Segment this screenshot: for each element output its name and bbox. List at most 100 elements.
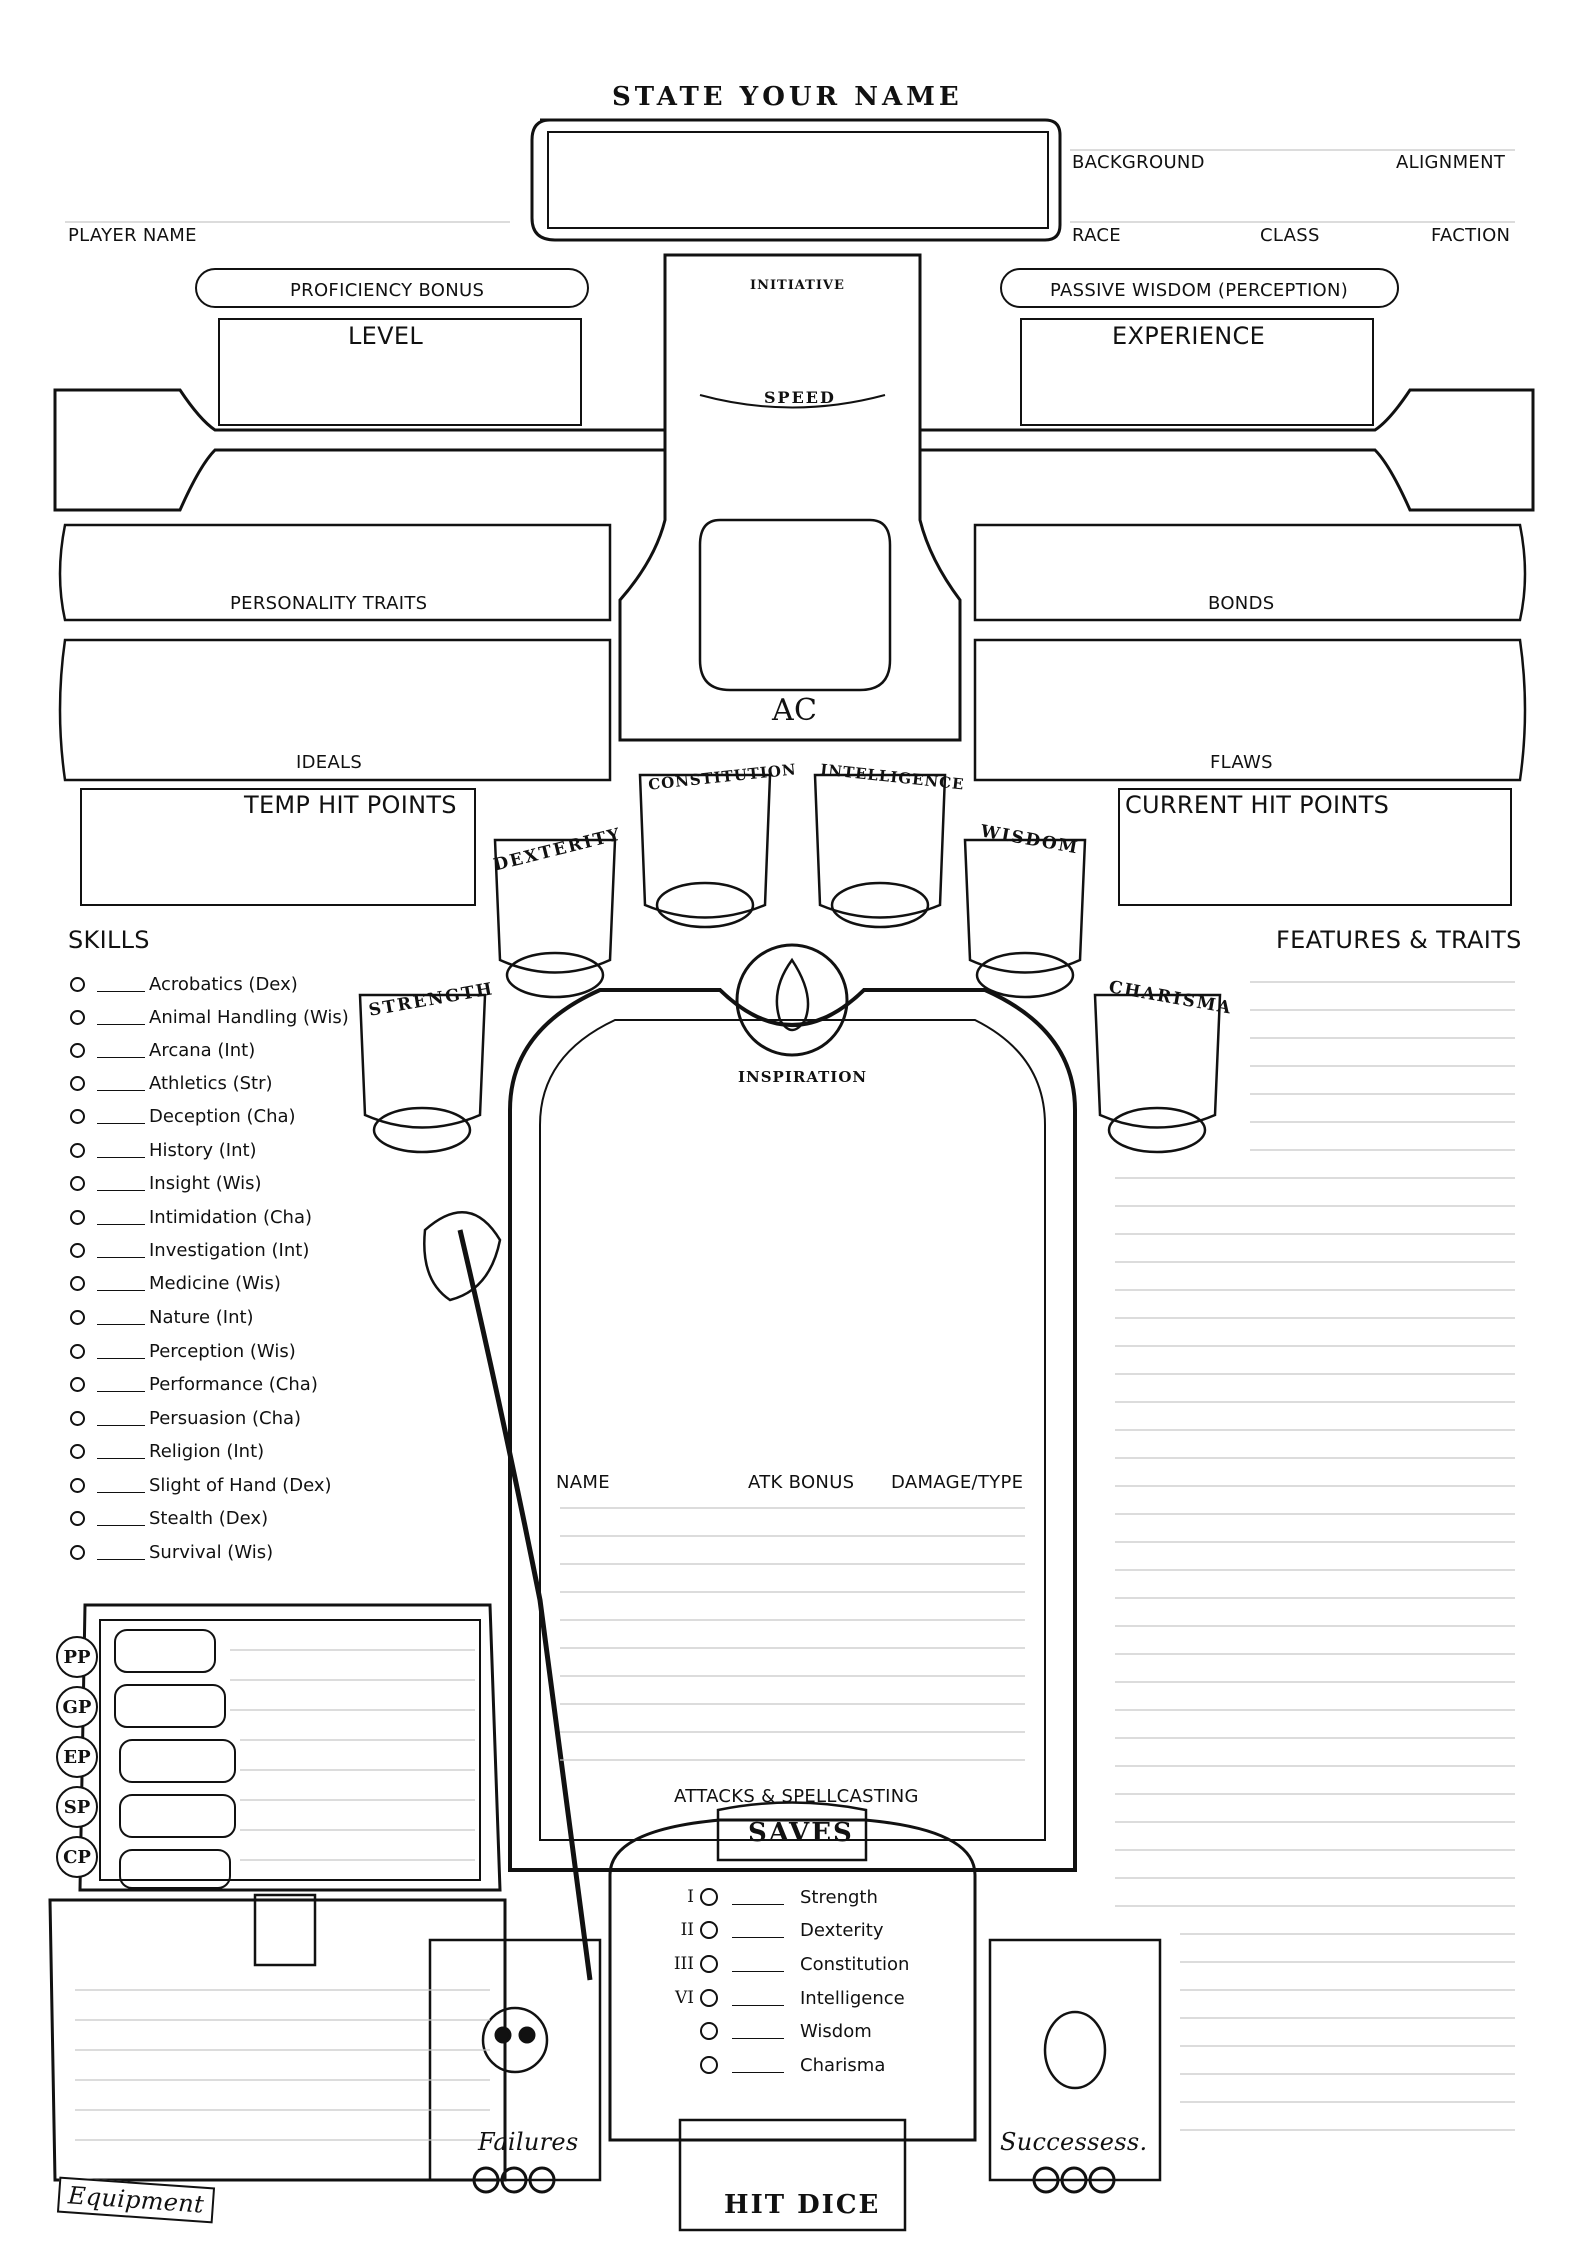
attack-damage-header: DAMAGE/TYPE <box>891 1472 1024 1493</box>
skill-label: Medicine (Wis) <box>149 1272 281 1294</box>
ideals-scroll <box>58 638 612 782</box>
skill-row[interactable]: Slight of Hand (Dex) <box>70 1470 332 1500</box>
coin-pp[interactable]: PP <box>56 1636 98 1678</box>
skill-row[interactable]: Insight (Wis) <box>70 1168 262 1198</box>
failures-panel <box>428 1938 602 2182</box>
proficiency-circle[interactable] <box>70 1009 85 1025</box>
save-circle[interactable] <box>700 2022 718 2040</box>
dexterity-score-field[interactable] <box>510 880 600 950</box>
coin-cp[interactable]: CP <box>56 1836 98 1878</box>
save-circle[interactable] <box>700 1921 718 1939</box>
save-label: Dexterity <box>800 1919 884 1941</box>
hit-dice-plaque <box>678 2118 907 2232</box>
save-circle[interactable] <box>700 1888 718 1906</box>
proficiency-circle[interactable] <box>70 1544 85 1560</box>
proficiency-bonus-label: PROFICIENCY BONUS <box>290 280 485 301</box>
coin-sp[interactable]: SP <box>56 1786 98 1828</box>
proficiency-circle[interactable] <box>70 1309 85 1325</box>
skill-row[interactable]: Intimidation (Cha) <box>70 1202 312 1232</box>
skull-icon <box>481 2006 549 2074</box>
skill-row[interactable]: Perception (Wis) <box>70 1336 296 1366</box>
attack-name-header: NAME <box>556 1472 610 1493</box>
skill-label: Investigation (Int) <box>149 1239 310 1261</box>
ability-shields <box>358 773 1222 1129</box>
skill-label: Deception (Cha) <box>149 1105 296 1127</box>
skill-label: Animal Handling (Wis) <box>149 1006 349 1028</box>
temp-hit-points-field[interactable] <box>80 788 476 906</box>
skill-row[interactable]: Persuasion (Cha) <box>70 1403 301 1433</box>
flaws-field[interactable] <box>980 645 1515 750</box>
inspiration-field[interactable] <box>750 960 834 1044</box>
passive-wisdom-field[interactable] <box>1000 268 1399 308</box>
level-field[interactable] <box>218 318 582 426</box>
proficiency-circle[interactable] <box>70 1042 85 1058</box>
proficiency-circle[interactable] <box>70 976 85 992</box>
save-row[interactable]: Charisma <box>664 2050 885 2080</box>
equipment-lines <box>75 1649 490 2141</box>
proficiency-circle[interactable] <box>70 1343 85 1359</box>
skill-row[interactable]: Investigation (Int) <box>70 1235 309 1265</box>
bonds-field[interactable] <box>980 530 1515 600</box>
skill-row[interactable]: Athletics (Str) <box>70 1068 273 1098</box>
proficiency-circle[interactable] <box>70 1477 85 1493</box>
skill-row[interactable]: Arcana (Int) <box>70 1035 255 1065</box>
proficiency-circle[interactable] <box>70 1142 85 1158</box>
speed-field[interactable] <box>705 400 880 460</box>
name-banner <box>530 118 1062 242</box>
skill-row[interactable]: Deception (Cha) <box>70 1101 296 1131</box>
proficiency-circle[interactable] <box>70 1242 85 1258</box>
staff-icon <box>457 1229 593 1981</box>
proficiency-bonus-field[interactable] <box>195 268 589 308</box>
armor-class-field[interactable] <box>705 525 885 685</box>
proficiency-circle[interactable] <box>70 1443 85 1459</box>
save-circle[interactable] <box>700 1989 718 2007</box>
personality-scroll <box>58 523 612 622</box>
proficiency-circle[interactable] <box>70 1376 85 1392</box>
character-name-field[interactable] <box>550 134 1046 226</box>
proficiency-circle[interactable] <box>70 1275 85 1291</box>
save-circle[interactable] <box>700 1955 718 1973</box>
proficiency-circle[interactable] <box>70 1075 85 1091</box>
coin-ep[interactable]: EP <box>56 1736 98 1778</box>
bonds-scroll <box>973 523 1527 622</box>
proficiency-circle[interactable] <box>70 1108 85 1124</box>
strength-score-field[interactable] <box>378 1030 468 1100</box>
skill-row[interactable]: Animal Handling (Wis) <box>70 1002 349 1032</box>
save-row[interactable]: Wisdom <box>664 2016 872 2046</box>
experience-field[interactable] <box>1020 318 1374 426</box>
successes-panel <box>988 1938 1162 2182</box>
proficiency-circle[interactable] <box>70 1510 85 1526</box>
skill-row[interactable]: Religion (Int) <box>70 1436 264 1466</box>
skill-row[interactable]: Survival (Wis) <box>70 1537 273 1567</box>
attacks-field[interactable] <box>555 1500 1025 1770</box>
attacks-spellcasting-label: ATTACKS & SPELLCASTING <box>674 1786 919 1807</box>
skill-row[interactable]: Stealth (Dex) <box>70 1503 268 1533</box>
skill-row[interactable]: Performance (Cha) <box>70 1369 318 1399</box>
save-circle[interactable] <box>700 2056 718 2074</box>
ideals-field[interactable] <box>70 645 605 750</box>
skill-label: History (Int) <box>149 1139 257 1161</box>
features-lines <box>1115 981 1515 2131</box>
constitution-score-field[interactable] <box>660 810 750 880</box>
alignment-label: ALIGNMENT <box>1396 152 1506 173</box>
current-hit-points-field[interactable] <box>1118 788 1512 906</box>
skill-row[interactable]: Medicine (Wis) <box>70 1268 281 1298</box>
proficiency-circle[interactable] <box>70 1209 85 1225</box>
equipment-field[interactable] <box>75 1980 490 2150</box>
coin-gp[interactable]: GP <box>56 1686 98 1728</box>
proficiency-circle[interactable] <box>70 1175 85 1191</box>
proficiency-circle[interactable] <box>70 1410 85 1426</box>
attack-bonus-header: ATK BONUS <box>748 1472 855 1493</box>
skill-row[interactable]: Acrobatics (Dex) <box>70 969 298 999</box>
skill-row[interactable]: History (Int) <box>70 1135 257 1165</box>
wisdom-score-field[interactable] <box>980 880 1070 950</box>
flaws-label: FLAWS <box>1210 752 1273 773</box>
personality-traits-field[interactable] <box>70 530 605 600</box>
skill-row[interactable]: Nature (Int) <box>70 1302 254 1332</box>
features-field[interactable] <box>1115 975 1515 2135</box>
intelligence-score-field[interactable] <box>835 810 925 880</box>
